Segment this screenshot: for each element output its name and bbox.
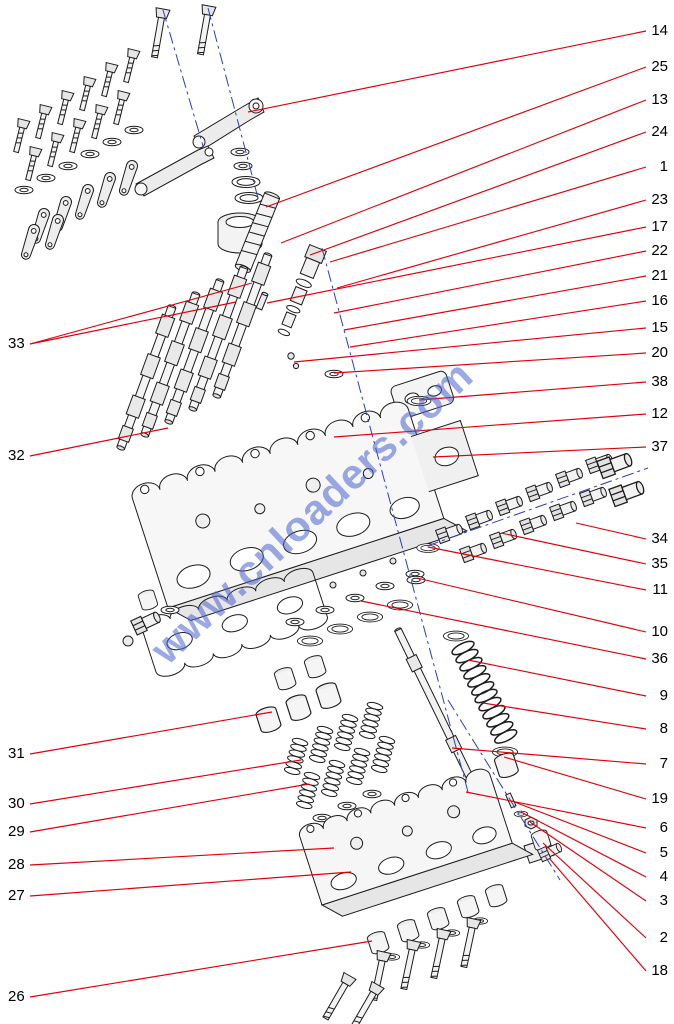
top-bolts-group — [9, 4, 217, 182]
relief-valve-column — [255, 243, 344, 379]
leader-line-24 — [309, 131, 647, 256]
left-fitting-cluster — [122, 587, 180, 647]
leader-line-16 — [349, 300, 647, 348]
lever-brackets — [134, 97, 265, 197]
leader-line-5 — [511, 800, 647, 854]
leader-line-21 — [343, 275, 647, 331]
leader-line-17 — [266, 226, 647, 304]
leader-line-4 — [520, 811, 647, 878]
leader-line-38 — [418, 381, 647, 401]
small-parts-bottom-right — [457, 790, 564, 864]
main-valve-body — [131, 401, 479, 622]
leader-line-34 — [575, 522, 647, 540]
leader-line-2 — [542, 842, 647, 939]
centerline-3 — [321, 247, 469, 793]
centerline-2 — [162, 9, 204, 147]
leader-lines — [29, 30, 647, 998]
lower-valve-body — [298, 768, 534, 917]
leader-line-23 — [336, 199, 647, 289]
leader-line-26 — [29, 940, 373, 998]
leader-line-15 — [293, 327, 647, 363]
leader-line-33 — [29, 282, 253, 345]
leader-line-35 — [500, 532, 647, 565]
centerline-4 — [426, 467, 649, 547]
leader-line-9 — [467, 659, 647, 697]
leader-line-3 — [529, 821, 647, 902]
leader-line-18 — [548, 857, 647, 972]
leader-line-37 — [432, 446, 647, 458]
leader-line-1 — [329, 166, 647, 263]
leader-line-30 — [29, 759, 302, 805]
leader-line-7 — [451, 747, 647, 765]
leader-line-11 — [427, 546, 647, 591]
centerlines — [162, 7, 649, 881]
leader-line-32 — [29, 427, 169, 457]
leader-line-31 — [29, 711, 273, 755]
leader-line-29 — [29, 783, 310, 833]
leader-line-19 — [503, 756, 647, 800]
leader-line-22 — [333, 250, 647, 314]
leader-line-6 — [465, 791, 647, 829]
leader-line-14 — [247, 30, 647, 113]
centerline-1 — [207, 7, 259, 199]
link-levers-group — [18, 158, 140, 262]
leader-line-8 — [482, 702, 647, 730]
leader-line-27 — [29, 871, 352, 897]
leader-line-36 — [360, 600, 647, 660]
spool-rods-group — [113, 250, 276, 453]
leader-line-33 — [29, 301, 237, 345]
leader-line-25 — [265, 66, 647, 208]
center-spool-spring-assembly — [394, 627, 520, 784]
leader-line-12 — [333, 413, 647, 438]
leader-line-13 — [280, 99, 647, 244]
gasket-outline — [141, 567, 328, 677]
leader-line-28 — [29, 847, 335, 866]
seal-ring-stack — [217, 147, 281, 273]
leader-line-20 — [333, 352, 647, 374]
leader-line-10 — [416, 577, 647, 633]
under-body-seals-group — [285, 543, 440, 647]
